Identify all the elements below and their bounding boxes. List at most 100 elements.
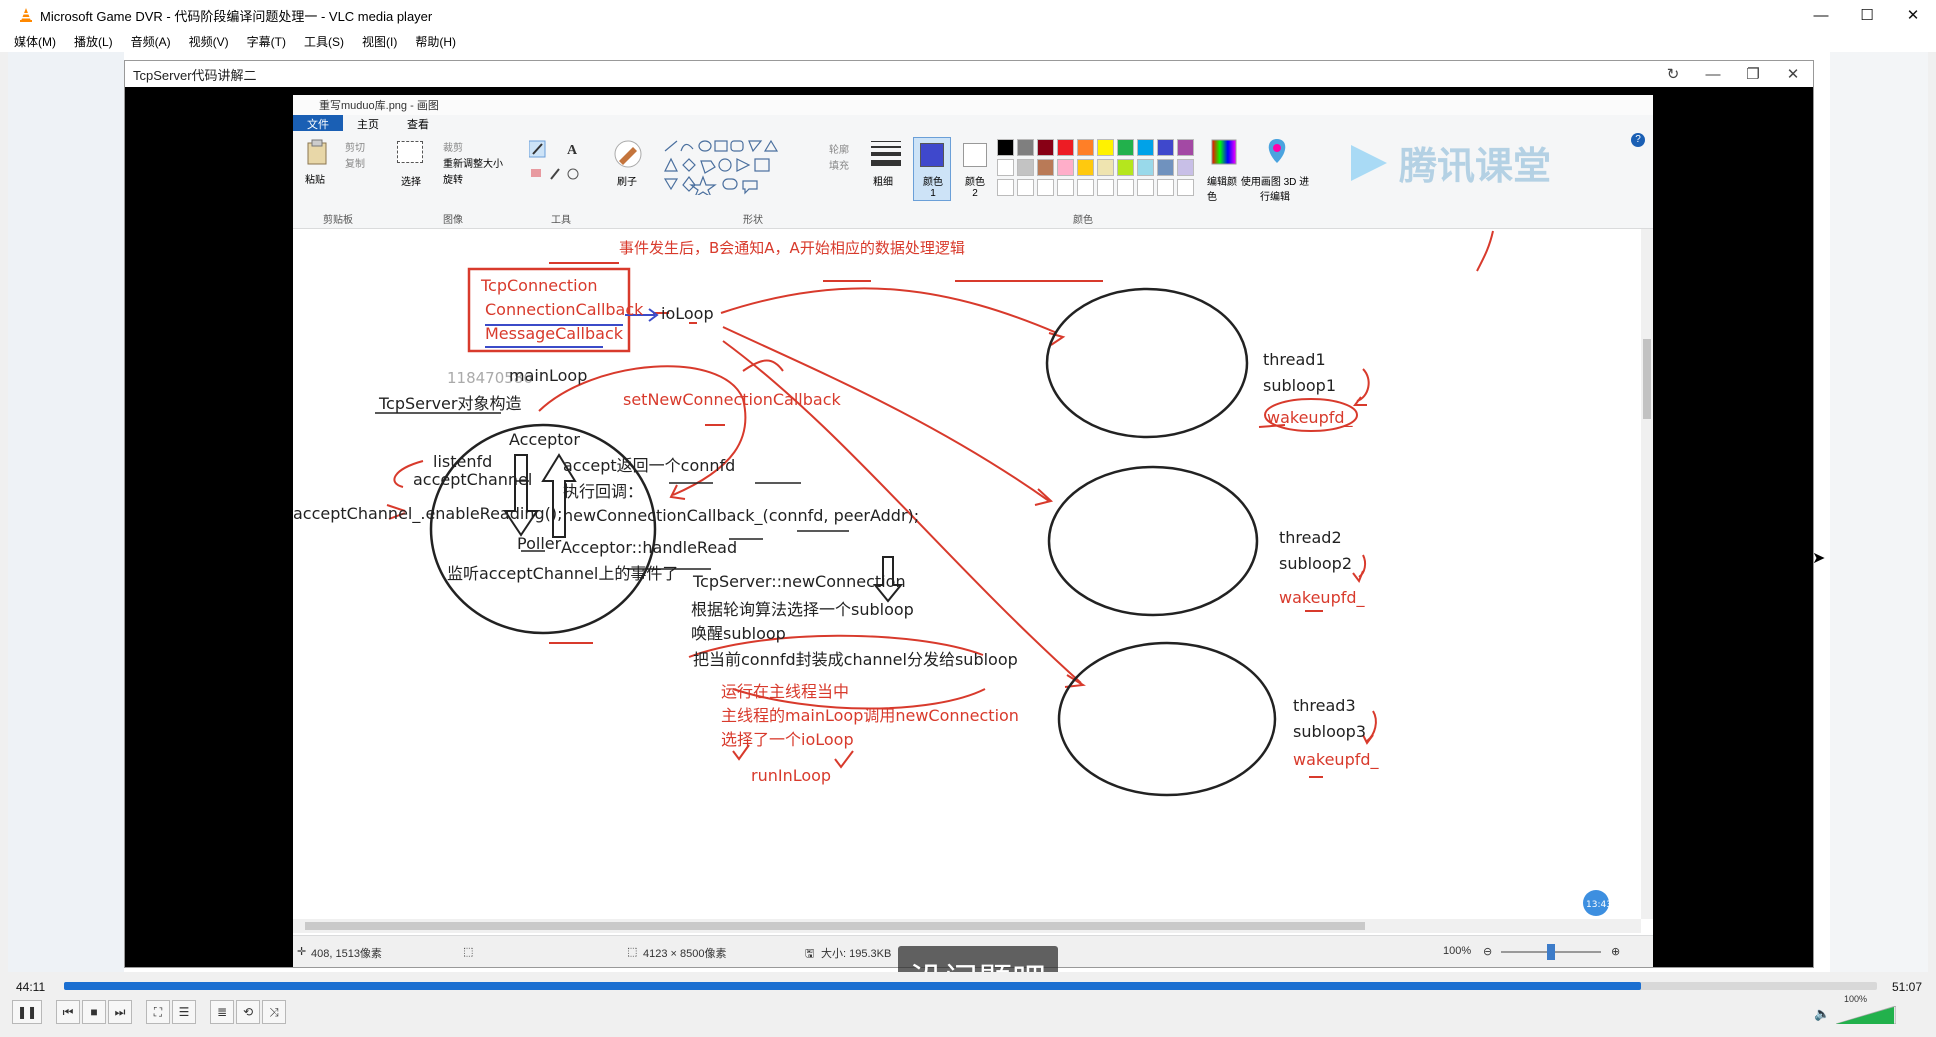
menu-bar: 媒体(M) 播放(L) 音频(A) 视频(V) 字幕(T) 工具(S) 视图(I… <box>0 30 1936 52</box>
palette-swatch-empty <box>1157 179 1174 196</box>
menu-video[interactable]: 视频(V) <box>188 34 229 49</box>
thread3-label: thread3 <box>1293 696 1356 715</box>
cut-label: 剪切 <box>345 143 365 154</box>
shapes-gallery <box>663 139 779 195</box>
desktop-background-right <box>1830 52 1928 972</box>
main-thread-note: 运行在主线程当中 <box>721 682 849 701</box>
edit-colors-label: 编辑颜色 <box>1207 177 1237 203</box>
title-bar: Microsoft Game DVR - 代码阶段编译问题处理一 - VLC m… <box>0 0 1936 30</box>
crop-label: 裁剪 <box>443 143 463 154</box>
filesize-icon: 🖫 <box>805 948 815 960</box>
color2-label: 颜色 2 <box>965 177 985 199</box>
minimize-button[interactable]: — <box>1813 6 1829 24</box>
fullscreen-button[interactable]: ⛶ <box>146 1000 170 1024</box>
outline-label: 轮廓 <box>829 145 849 156</box>
menu-media[interactable]: 媒体(M) <box>14 34 56 49</box>
desktop-background-left <box>8 52 124 972</box>
menu-playback[interactable]: 播放(L) <box>74 34 113 49</box>
top-note: 事件发生后，B会通知A，A开始相应的数据处理逻辑 <box>619 239 965 257</box>
poller-label: Poller <box>517 534 562 553</box>
extended-settings-button[interactable]: ☰ <box>172 1000 196 1024</box>
palette-swatch <box>1117 139 1134 156</box>
main-loop-call-note: 主线程的mainLoop调用newConnection <box>721 706 1019 725</box>
maximize-button[interactable]: ☐ <box>1860 7 1874 24</box>
paint-ribbon: 粘贴 剪切 复制 选择 裁剪 重新调整大小 旋转 A <box>293 131 1653 229</box>
zoom-in-icon: ⊕ <box>1611 946 1621 958</box>
vlc-cone-icon <box>20 8 32 22</box>
enable-reading-label: acceptChannel_.enableReading(); <box>293 504 563 524</box>
brush-icon <box>614 140 642 168</box>
restore-icon: ❐ <box>1746 66 1760 83</box>
playback-controls: 44:11 51:07 ❚❚ ⏮ ■ ⏭ ⛶ ☰ ≣ ⟲ ⤨ 🔈 100% <box>0 972 1936 1037</box>
zoom-thumb <box>1547 944 1555 960</box>
group-tools: 工具 <box>551 215 571 226</box>
minimize-icon: — <box>1705 65 1721 83</box>
wrap-channel-label: 把当前connfd封装成channel分发给subloop <box>693 650 1018 669</box>
menu-tools[interactable]: 工具(S) <box>304 34 344 49</box>
image-dimensions: 4123 × 8500像素 <box>643 948 727 960</box>
palette-swatch <box>1037 139 1054 156</box>
wakeupfd2-label: wakeupfd_ <box>1279 588 1366 608</box>
tab-file: 文件 <box>293 115 343 131</box>
palette-swatch <box>1177 139 1194 156</box>
palette-swatch <box>1057 159 1074 176</box>
help-icon: ? <box>1631 133 1645 147</box>
stop-button[interactable]: ■ <box>82 1000 106 1024</box>
palette-swatch <box>1137 139 1154 156</box>
loop-button[interactable]: ⟲ <box>236 1000 260 1024</box>
resize-label: 重新调整大小 <box>443 159 503 170</box>
listenfd-label: listenfd <box>433 452 492 471</box>
paint3d-icon <box>1268 139 1286 163</box>
palette-swatch-empty <box>1137 179 1154 196</box>
menu-view[interactable]: 视图(I) <box>362 34 398 49</box>
muduo-diagram: 事件发生后，B会通知A，A开始相应的数据处理逻辑 TcpConnection C… <box>293 230 1612 916</box>
group-clipboard: 剪贴板 <box>323 215 353 226</box>
menu-audio[interactable]: 音频(A) <box>130 34 171 49</box>
ioloop-label: ioLoop <box>661 304 714 323</box>
recorded-window: TcpServer代码讲解二 ↻ — ❐ ✕ 重写muduo库.png - 画图… <box>124 60 1814 968</box>
shuffle-button[interactable]: ⤨ <box>262 1000 286 1024</box>
select-icon <box>397 141 423 163</box>
refresh-icon: ↻ <box>1666 66 1680 83</box>
speaker-icon[interactable]: 🔈 <box>1814 1006 1831 1021</box>
palette-swatch-empty <box>1077 179 1094 196</box>
volume-slider[interactable] <box>1836 1006 1896 1024</box>
pause-button[interactable]: ❚❚ <box>12 1000 42 1024</box>
brush-label: 刷子 <box>617 177 637 188</box>
cursor-position: 408, 1513像素 <box>311 948 382 960</box>
tab-view: 查看 <box>407 119 429 131</box>
next-button[interactable]: ⏭ <box>108 1000 132 1024</box>
watermark-logo: 腾讯课堂 <box>1341 135 1551 190</box>
paste-label: 粘贴 <box>305 175 325 186</box>
recorded-window-title: TcpServer代码讲解二 <box>133 67 257 83</box>
palette-swatch <box>1077 139 1094 156</box>
color1-swatch <box>920 143 944 167</box>
cursor-position-icon: ✛ <box>297 946 307 958</box>
group-image: 图像 <box>443 215 463 226</box>
paste-icon <box>307 139 327 165</box>
listen-note: 监听acceptChannel上的事件了 <box>447 564 678 583</box>
elapsed-time: 44:11 <box>16 980 46 994</box>
selection-icon: ⬚ <box>463 946 474 958</box>
menu-subtitle[interactable]: 字幕(T) <box>246 34 286 49</box>
window-title: Microsoft Game DVR - 代码阶段编译问题处理一 - VLC m… <box>40 8 433 24</box>
video-area[interactable]: TcpServer代码讲解二 ↻ — ❐ ✕ 重写muduo库.png - 画图… <box>8 52 1928 1008</box>
palette-swatch <box>1097 159 1114 176</box>
seek-bar[interactable] <box>64 982 1877 990</box>
round-robin-label: 根据轮询算法选择一个subloop <box>691 600 914 619</box>
rotate-label: 旋转 <box>443 175 463 186</box>
palette-swatch-empty <box>1017 179 1034 196</box>
playlist-button[interactable]: ≣ <box>210 1000 234 1024</box>
edit-colors-icon <box>1211 139 1237 165</box>
paint3d-label: 使用画图 3D 进行编辑 <box>1240 177 1310 203</box>
close-button[interactable]: ✕ <box>1906 7 1920 24</box>
previous-button[interactable]: ⏮ <box>56 1000 80 1024</box>
subloop1-label: subloop1 <box>1263 376 1336 395</box>
menu-help[interactable]: 帮助(H) <box>415 34 456 49</box>
zoom-out-icon: ⊖ <box>1483 946 1493 958</box>
palette-swatch-empty <box>1177 179 1194 196</box>
close-icon: ✕ <box>1786 66 1800 83</box>
paint-title: 重写muduo库.png - 画图 <box>293 95 1653 115</box>
palette-swatch <box>997 139 1014 156</box>
